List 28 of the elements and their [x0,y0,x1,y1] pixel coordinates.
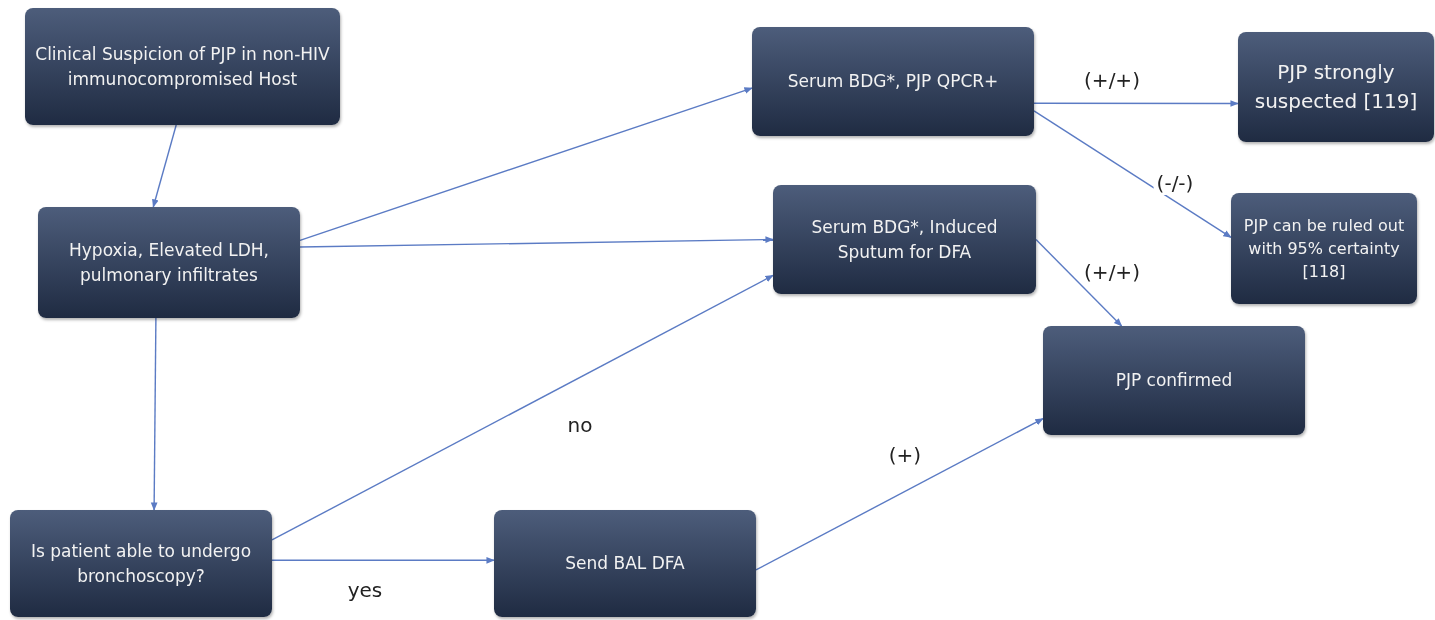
box-text: Serum BDG*, Induced Sputum for DFA [810,215,999,264]
box-text: Send BAL DFA [565,552,685,576]
arrow [271,274,774,541]
process-box [38,207,300,318]
arrow [150,317,158,511]
process-box [1043,326,1305,435]
process-box [752,27,1034,136]
arrow [1033,100,1239,107]
process-box [10,510,272,617]
box-text: Hypoxia, Elevated LDH, pulmonary infiltrates [68,238,270,287]
arrow [152,124,177,208]
box-text: Serum BDG*, PJP QPCR+ [787,70,999,94]
box-text: Is patient able to undergo bronchoscopy? [29,539,253,588]
box-text: Clinical Suspicion of PJP in non-HIV immunocompromised Host [35,42,330,91]
process-box [773,185,1036,294]
arrow [299,87,753,241]
arrow [271,556,495,564]
process-box [1238,32,1434,142]
box-text: PJP strongly suspected [119] [1253,59,1419,115]
process-box [494,510,756,617]
arrow [299,236,774,248]
box-text: PJP confirmed [1115,369,1233,393]
process-box [25,8,340,125]
arrow [1033,110,1232,239]
box-text: PJP can be ruled out with 95% certainty [118] [1242,214,1406,284]
arrow [755,417,1044,571]
process-box [1231,193,1417,304]
arrow [1035,238,1123,327]
